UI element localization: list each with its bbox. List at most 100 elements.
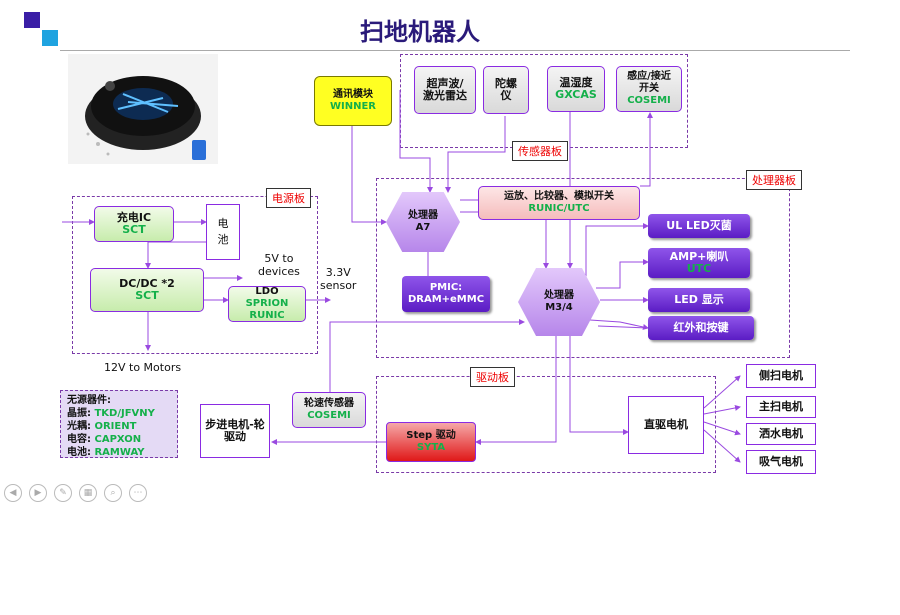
step-driver-vendor: SYTA <box>416 442 446 453</box>
led-display-block: LED 显示 <box>648 288 750 312</box>
more-icon[interactable]: ⋯ <box>129 484 147 502</box>
ultrasonic-line2: 激光雷达 <box>423 89 467 102</box>
uv-led-block: UL LED灭菌 <box>648 214 750 238</box>
passive-row: 光耦: ORIENT <box>67 420 171 433</box>
passive-row: 电池: RAMWAY <box>67 446 171 459</box>
ultrasonic-lidar-block: 超声波/ 激光雷达 <box>414 66 476 114</box>
logo-square-dark <box>24 12 40 28</box>
power-board-label: 电源板 <box>266 188 311 208</box>
note-5v-line2: devices <box>258 265 300 278</box>
m34-line1: 处理器 <box>544 290 574 301</box>
amp-line1: AMP+喇叭 <box>669 250 729 263</box>
battery-line1: 电 <box>217 217 229 230</box>
dc-motor-block: 直驱电机 <box>628 396 704 454</box>
ultrasonic-line1: 超声波/ <box>426 77 464 90</box>
pmic-line2: DRAM+eMMC <box>407 294 485 305</box>
dcdc-line1: DC/DC *2 <box>119 277 175 290</box>
suction-line1: 吸气电机 <box>759 455 803 468</box>
passive-label: 晶振: <box>67 408 91 419</box>
processor-board-label: 处理器板 <box>746 170 802 190</box>
charge-line1: 充电IC <box>116 211 152 224</box>
ldo-line1: LDO <box>255 286 279 297</box>
passive-value: RAMWAY <box>94 447 145 458</box>
wheel-sensor-line1: 轮速传感器 <box>304 398 354 409</box>
ldo-vendor1: SPRION <box>245 298 289 309</box>
temp-vendor: GXCAS <box>555 88 597 101</box>
battery-line2: 池 <box>217 233 229 246</box>
comm-module: 通讯模块 WINNER <box>314 76 392 126</box>
slides-icon[interactable]: ▦ <box>79 484 97 502</box>
suction-motor: 吸气电机 <box>746 450 816 474</box>
drive-board-label: 驱动板 <box>470 367 515 387</box>
wheel-speed-sensor: 轮速传感器 COSEMI <box>292 392 366 428</box>
page-title: 扫地机器人 <box>360 18 480 46</box>
side-brush-line1: 侧扫电机 <box>759 369 803 382</box>
charge-ic-block: 充电IC SCT <box>94 206 174 242</box>
dc-motor-line1: 直驱电机 <box>644 418 688 431</box>
title-divider <box>60 50 850 51</box>
main-brush-line1: 主扫电机 <box>759 400 803 413</box>
forward-icon[interactable]: ▶ <box>29 484 47 502</box>
stepper-line1: 步进电机-轮 <box>205 418 265 431</box>
step-driver-block: Step 驱动 SYTA <box>386 422 476 462</box>
ir-line1: 红外和按键 <box>673 321 729 334</box>
ldo-vendor2: RUNIC <box>249 310 285 321</box>
passive-label: 光耦: <box>67 421 91 432</box>
uvled-line1: UL LED灭菌 <box>666 219 732 232</box>
dcdc-block: DC/DC *2 SCT <box>90 268 204 312</box>
logo-square-light <box>42 30 58 46</box>
power-board-region <box>72 196 318 354</box>
proximity-vendor: COSEMI <box>627 95 671 106</box>
a7-line2: A7 <box>415 222 431 233</box>
passive-row: 电容: CAPXON <box>67 433 171 446</box>
proximity-line1: 感应/接近 <box>627 71 671 82</box>
passive-title: 无源器件: <box>67 395 111 406</box>
passive-value: CAPXON <box>94 434 142 445</box>
passive-label: 电容: <box>67 434 91 445</box>
slideshow-toolbar: ◀ ▶ ✎ ▦ ⌕ ⋯ <box>4 484 147 502</box>
note-33v-line2: sensor <box>320 279 357 292</box>
ldo-block: LDO SPRION RUNIC <box>228 286 306 322</box>
step-driver-line1: Step 驱动 <box>406 430 456 441</box>
passive-value: TKD/JFVNY <box>94 408 155 419</box>
stepper-wheel-block: 步进电机-轮 驱动 <box>200 404 270 458</box>
note-33v: 3.3V sensor <box>320 266 356 292</box>
processor-m34: 处理器 M3/4 <box>518 268 600 336</box>
pmic-line1: PMIC: <box>429 282 463 293</box>
gyro-block: 陀螺 仪 <box>483 66 529 114</box>
gyro-line2: 仪 <box>500 89 512 102</box>
processor-board-region <box>376 178 790 358</box>
a7-line1: 处理器 <box>408 210 438 221</box>
amp-vendor: UTC <box>686 262 712 275</box>
note-5v: 5V to devices <box>258 252 300 278</box>
m34-line2: M3/4 <box>545 302 573 313</box>
opamp-line1: 运放、比较器、模拟开关 <box>504 191 614 202</box>
processor-a7: 处理器 A7 <box>386 192 460 252</box>
opamp-vendor: RUNIC/UTC <box>528 203 590 214</box>
passive-row: 晶振: TKD/JFVNY <box>67 407 171 420</box>
main-brush-motor: 主扫电机 <box>746 396 816 418</box>
temp-line1: 温湿度 <box>559 76 593 89</box>
zoom-icon[interactable]: ⌕ <box>104 484 122 502</box>
side-brush-motor: 侧扫电机 <box>746 364 816 388</box>
note-5v-line1: 5V to <box>264 252 294 265</box>
water-motor: 洒水电机 <box>746 423 816 445</box>
note-33v-line1: 3.3V <box>325 266 351 279</box>
temp-humidity-block: 温湿度 GXCAS <box>547 66 605 112</box>
charge-vendor: SCT <box>122 223 146 236</box>
robot-vacuum-image <box>68 54 218 164</box>
opamp-comparator-block: 运放、比较器、模拟开关 RUNIC/UTC <box>478 186 640 220</box>
gyro-line1: 陀螺 <box>495 77 517 90</box>
pen-icon[interactable]: ✎ <box>54 484 72 502</box>
dcdc-vendor: SCT <box>135 289 159 302</box>
amp-speaker-block: AMP+喇叭 UTC <box>648 248 750 278</box>
comm-module-vendor: WINNER <box>329 101 377 112</box>
passive-components-box: 无源器件: 晶振: TKD/JFVNY 光耦: ORIENT 电容: CAPXO… <box>60 390 178 458</box>
stepper-line2: 驱动 <box>224 430 246 443</box>
proximity-line2: 开关 <box>639 83 659 94</box>
water-line1: 洒水电机 <box>759 427 803 440</box>
sensor-board-label: 传感器板 <box>512 141 568 161</box>
wheel-sensor-vendor: COSEMI <box>307 410 351 421</box>
back-icon[interactable]: ◀ <box>4 484 22 502</box>
ir-keys-block: 红外和按键 <box>648 316 754 340</box>
